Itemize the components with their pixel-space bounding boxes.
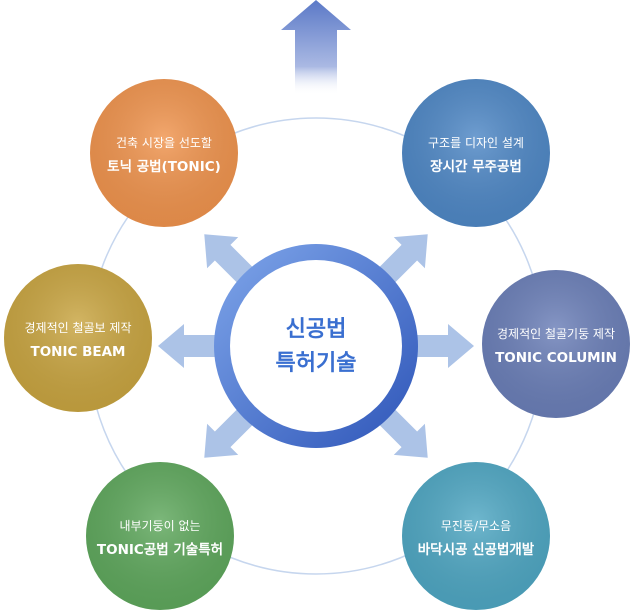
node-title: 장시간 무주공법 — [430, 158, 522, 175]
radial-arrow-icon — [158, 324, 216, 368]
node-shade — [90, 79, 238, 227]
node-title: TONIC BEAM — [30, 344, 125, 360]
radial-arrow-icon — [204, 408, 254, 458]
center-title-line1: 신공법 — [286, 317, 347, 342]
node-circle-3: 경제적인 철골기둥 제작 TONIC COLUMIN — [482, 270, 630, 418]
node-subtitle: 내부기둥이 없는 — [119, 519, 200, 533]
radial-arrows — [158, 234, 474, 458]
node-subtitle: 경제적인 철골기둥 제작 — [497, 327, 615, 341]
node-title: 바닥시공 신공법개발 — [418, 541, 535, 558]
node-subtitle: 구조를 디자인 설계 — [428, 136, 524, 150]
node-subtitle: 무진동/무소음 — [441, 519, 511, 533]
node-subtitle: 건축 시장을 선도할 — [116, 136, 212, 150]
radial-arrow-icon — [204, 234, 254, 284]
center-hub: 신공법 특허기술 — [214, 244, 418, 448]
node-shade — [402, 79, 550, 227]
center-disc — [230, 260, 402, 432]
node-shade — [4, 264, 152, 412]
center-title-line2: 특허기술 — [276, 351, 357, 376]
node-shade — [482, 270, 630, 418]
node-title: TONIC공법 기술특허 — [97, 541, 223, 558]
radial-arrow-icon — [378, 408, 428, 458]
radial-arrow-icon — [416, 324, 474, 368]
node-subtitle: 경제적인 철골보 제작 — [25, 321, 132, 335]
node-shade — [86, 462, 234, 610]
radial-arrow-icon — [378, 234, 428, 284]
node-circle-6: 경제적인 철골보 제작 TONIC BEAM — [4, 264, 152, 412]
node-shade — [402, 462, 550, 610]
node-title: 토닉 공법(TONIC) — [107, 159, 221, 175]
up-arrow-icon — [281, 0, 351, 95]
node-title: TONIC COLUMIN — [495, 350, 617, 366]
node-circle-5: 내부기둥이 없는 TONIC공법 기술특허 — [86, 462, 234, 610]
